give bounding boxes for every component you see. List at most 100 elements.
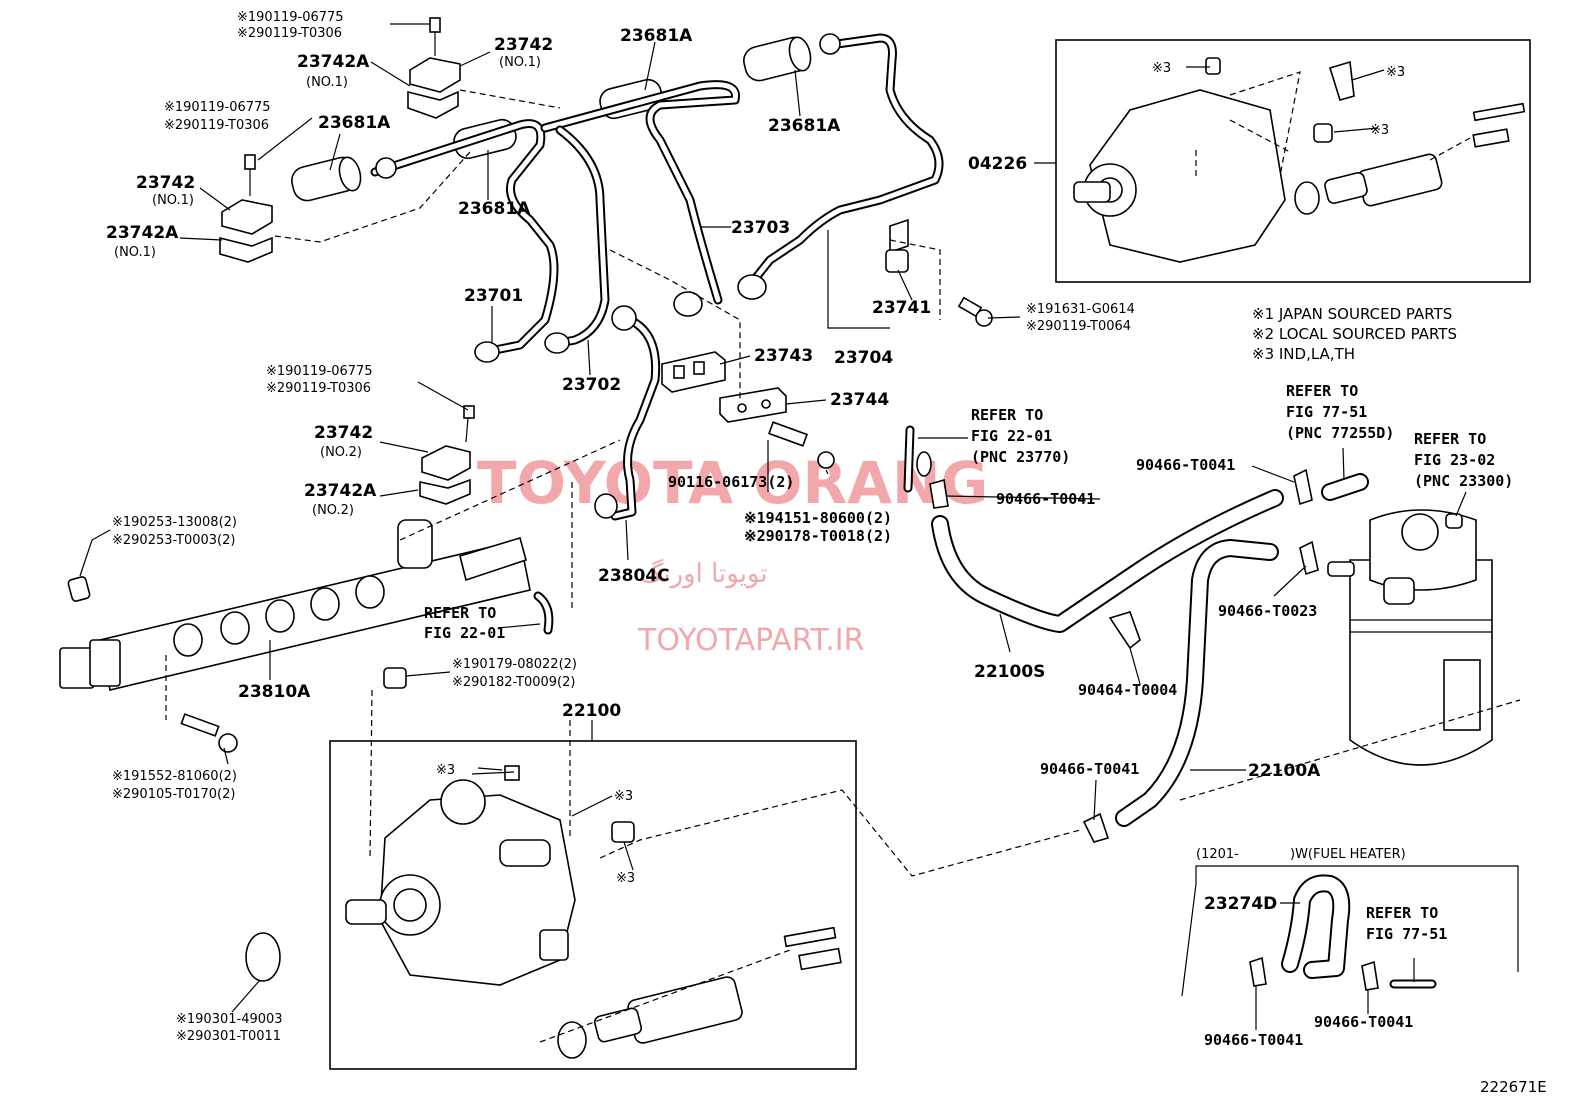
nut-code-1: ※194151-80600(2) bbox=[744, 509, 892, 527]
sleeve-23681A-top-right-illustration bbox=[743, 36, 812, 82]
refer-a-line3: (PNC 23770) bbox=[971, 448, 1070, 466]
label-23743: 23743 bbox=[754, 346, 813, 366]
refer-c-line2: FIG 77-51 bbox=[1286, 403, 1367, 421]
watermark-persian-text: تویوتا اورنگ bbox=[640, 558, 768, 589]
bolt-c-code-1: ※191631-G0614 bbox=[1026, 302, 1135, 317]
washer-code-2: ※290182-T0009(2) bbox=[452, 675, 575, 690]
label-23744: 23744 bbox=[830, 390, 889, 410]
refer-b-line1: REFER TO bbox=[424, 604, 496, 622]
bracket-23741-illustration bbox=[885, 218, 993, 327]
nut-code-2: ※290178-T0018(2) bbox=[744, 527, 892, 545]
clip-c-label: 90466-T0023 bbox=[1218, 602, 1317, 620]
bolt-e-code-1: ※191552-81060(2) bbox=[112, 769, 237, 784]
mark3-e: ※3 bbox=[1386, 65, 1405, 80]
refer-a-line2: FIG 22-01 bbox=[971, 427, 1052, 445]
label-23703: 23703 bbox=[731, 218, 790, 238]
watermark-url-text: TOYOTAPART.IR bbox=[637, 623, 864, 658]
refer-c-line1: REFER TO bbox=[1286, 382, 1358, 400]
pump-kit-04226-illustration bbox=[1073, 57, 1526, 263]
pump-kit-box bbox=[1055, 39, 1531, 283]
clamp-block-23744-illustration bbox=[719, 387, 787, 423]
bolt-d-code-1: ※190119-06775 bbox=[266, 364, 373, 379]
label-23742-top-sub: (NO.1) bbox=[499, 55, 541, 70]
clip-b-label: 90466-T0041 bbox=[1136, 456, 1235, 474]
label-90116: 90116-06173(2) bbox=[668, 473, 794, 491]
mark3-a: ※3 bbox=[436, 763, 455, 778]
label-23742-no2: 23742 bbox=[314, 423, 373, 443]
mark3-d: ※3 bbox=[1152, 61, 1171, 76]
bolt-a-code-1: ※190119-06775 bbox=[237, 10, 344, 25]
label-23742-no2-sub: (NO.2) bbox=[320, 445, 362, 460]
label-23742A-no2-sub: (NO.2) bbox=[312, 503, 354, 518]
supply-pump-box bbox=[329, 740, 857, 1070]
label-23742A-top: 23742A bbox=[297, 52, 370, 72]
label-23742A-left-sub: (NO.1) bbox=[114, 245, 156, 260]
figure-id: 222671E bbox=[1480, 1078, 1547, 1096]
clamp-23742-no2-illustration bbox=[419, 405, 475, 505]
note-local-sourced: ※2 LOCAL SOURCED PARTS bbox=[1252, 325, 1457, 343]
clip-a-label: 90466-T0041 bbox=[996, 490, 1095, 508]
note-ind-la-th: ※3 IND,LA,TH bbox=[1252, 345, 1355, 363]
label-23681A-right: 23681A bbox=[768, 116, 841, 136]
refer-e-line2: FIG 77-51 bbox=[1366, 925, 1447, 943]
label-23741: 23741 bbox=[872, 298, 931, 318]
clip-d-label: 90464-T0004 bbox=[1078, 681, 1177, 699]
mark3-c: ※3 bbox=[616, 871, 635, 886]
fuel-filter-illustration bbox=[1327, 509, 1493, 766]
bolt-e-code-2: ※290105-T0170(2) bbox=[112, 787, 235, 802]
refer-d-line3: (PNC 23300) bbox=[1414, 472, 1513, 490]
label-23804C: 23804C bbox=[598, 566, 670, 586]
refer-a-line1: REFER TO bbox=[971, 406, 1043, 424]
supply-pump-22100-illustration bbox=[245, 667, 842, 1059]
bolt-b-code-1: ※190119-06775 bbox=[164, 100, 271, 115]
common-rail-23810A-illustration bbox=[59, 519, 554, 753]
fuel-hoses-illustration bbox=[903, 425, 1369, 843]
plug-code-1: ※190253-13008(2) bbox=[112, 515, 237, 530]
oring-code-2: ※290301-T0011 bbox=[176, 1029, 281, 1044]
watermark-text: TOYOTA ORANG bbox=[477, 449, 988, 517]
dashed-guide-lines bbox=[165, 71, 1521, 1043]
injection-pipes-illustration bbox=[370, 33, 944, 521]
label-23742-left-sub: (NO.1) bbox=[152, 193, 194, 208]
bolt-d-code-2: ※290119-T0306 bbox=[266, 381, 371, 396]
label-04226: 04226 bbox=[968, 154, 1027, 174]
label-23704: 23704 bbox=[834, 348, 893, 368]
clip-g-label: 90466-T0041 bbox=[1314, 1013, 1413, 1031]
label-22100: 22100 bbox=[562, 701, 621, 721]
label-23702: 23702 bbox=[562, 375, 621, 395]
heater-title-b: )W(FUEL HEATER) bbox=[1290, 847, 1406, 862]
bolt-a-code-2: ※290119-T0306 bbox=[237, 26, 342, 41]
label-23742A-top-sub: (NO.1) bbox=[306, 75, 348, 90]
label-23274D: 23274D bbox=[1204, 894, 1277, 914]
label-22100S: 22100S bbox=[974, 662, 1045, 682]
label-23742-left: 23742 bbox=[136, 173, 195, 193]
clamp-23742-top-illustration bbox=[407, 17, 461, 119]
label-22100A: 22100A bbox=[1248, 761, 1321, 781]
clamp-23742-left-illustration bbox=[219, 154, 273, 263]
note-japan-sourced: ※1 JAPAN SOURCED PARTS bbox=[1252, 305, 1452, 323]
label-23810A: 23810A bbox=[238, 682, 311, 702]
sleeve-23681A-top-illustration bbox=[453, 78, 663, 160]
label-23681A-left: 23681A bbox=[318, 113, 391, 133]
label-23681A-mid: 23681A bbox=[458, 199, 531, 219]
mark3-b: ※3 bbox=[614, 789, 633, 804]
washer-code-1: ※190179-08022(2) bbox=[452, 657, 577, 672]
refer-e-line1: REFER TO bbox=[1366, 904, 1438, 922]
leader-lines bbox=[79, 23, 1467, 1030]
label-23742-top: 23742 bbox=[494, 35, 553, 55]
label-23742A-left: 23742A bbox=[106, 223, 179, 243]
plug-code-2: ※290253-T0003(2) bbox=[112, 533, 235, 548]
bolt-b-code-2: ※290119-T0306 bbox=[164, 118, 269, 133]
oring-code-1: ※190301-49003 bbox=[176, 1012, 283, 1027]
label-23742A-no2: 23742A bbox=[304, 481, 377, 501]
refer-c-line3: (PNC 77255D) bbox=[1286, 424, 1394, 442]
clamp-block-23743-illustration bbox=[661, 351, 726, 393]
stud-and-nut-illustration bbox=[768, 421, 835, 469]
clip-f-label: 90466-T0041 bbox=[1204, 1031, 1303, 1049]
bolt-c-code-2: ※290119-T0064 bbox=[1026, 319, 1131, 334]
refer-d-line2: FIG 23-02 bbox=[1414, 451, 1495, 469]
refer-b-line2: FIG 22-01 bbox=[424, 624, 505, 642]
mark3-f: ※3 bbox=[1370, 123, 1389, 138]
refer-d-line1: REFER TO bbox=[1414, 430, 1486, 448]
label-23701: 23701 bbox=[464, 286, 523, 306]
